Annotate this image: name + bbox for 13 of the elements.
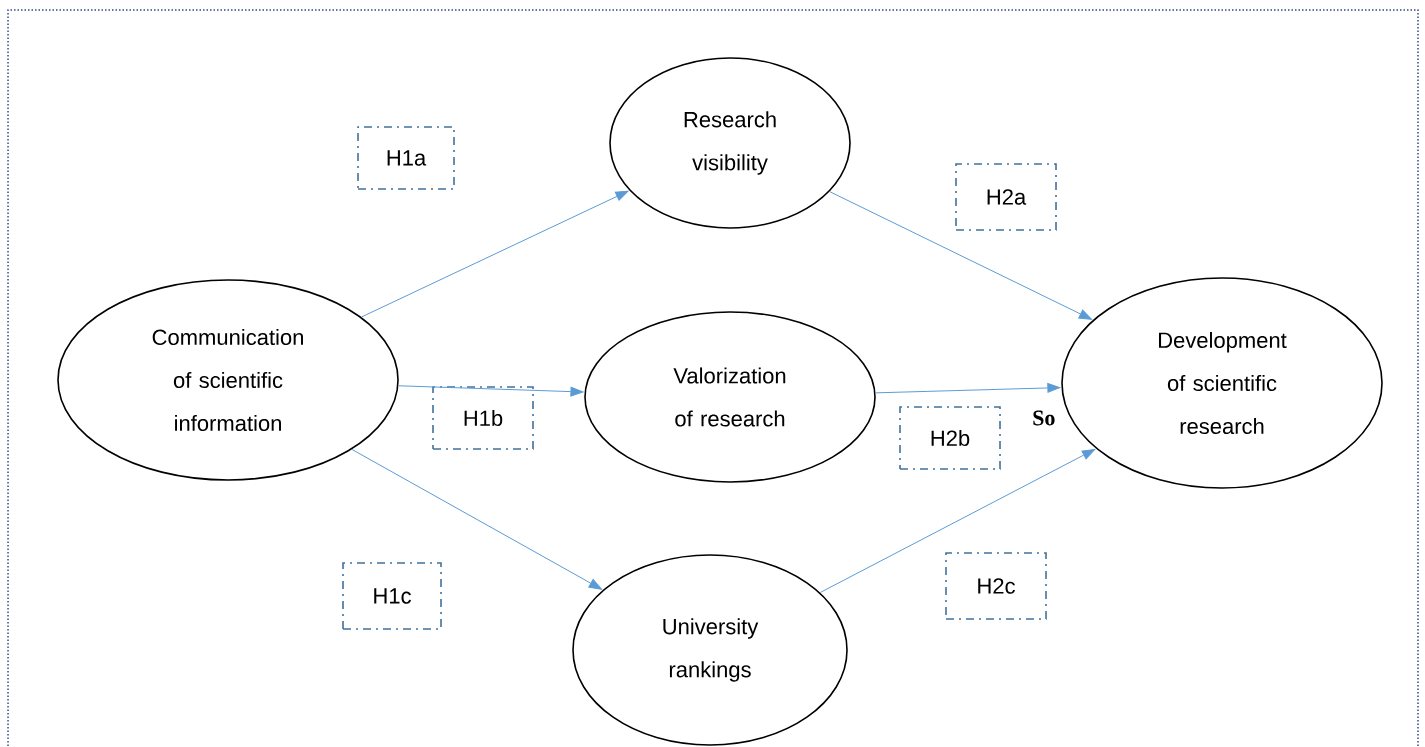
text-fragment: So [1033,410,1055,426]
arrow [398,385,584,397]
arrow [351,448,602,590]
arrow [360,190,629,318]
hypothesis-box: H2a [955,163,1057,231]
hypothesis-box: H2b [899,406,1001,470]
hypothesis-box: H2c [945,552,1047,620]
hypothesis-box: H1b [432,386,534,450]
arrow [829,191,1092,320]
arrow [819,448,1096,593]
hypothesis-box: H1a [357,126,455,190]
hypothesis-box: H1c [342,562,442,630]
arrow [875,383,1061,394]
